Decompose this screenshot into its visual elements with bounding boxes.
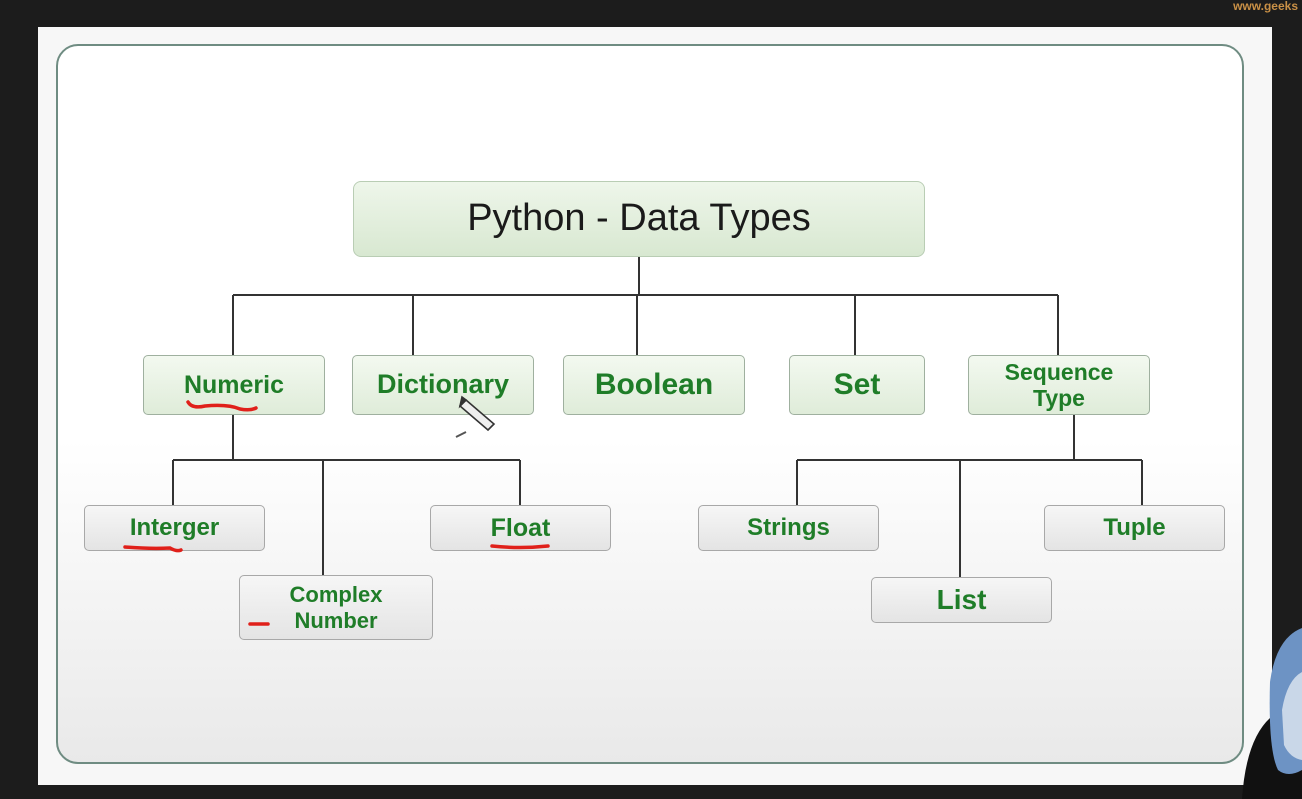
pen-cursor-icon	[455, 395, 496, 438]
underline-numeric	[186, 400, 258, 412]
underline-integer	[123, 545, 183, 553]
node-float: Float	[430, 505, 611, 551]
node-dictionary: Dictionary	[352, 355, 534, 415]
node-complex-line2: Number	[294, 607, 378, 633]
node-boolean: Boolean	[563, 355, 745, 415]
node-complex-number: Complex Number	[239, 575, 433, 640]
node-strings: Strings	[698, 505, 879, 551]
node-sequence-type: Sequence Type	[968, 355, 1150, 415]
node-list: List	[871, 577, 1052, 623]
node-integer: Interger	[84, 505, 265, 551]
node-sequence-type-line2: Type	[1033, 385, 1085, 411]
underline-float	[490, 544, 550, 550]
diagram-title: Python - Data Types	[353, 181, 925, 257]
node-complex-line1: Complex	[289, 582, 383, 608]
presenter-webcam-overlay	[1242, 628, 1302, 799]
node-sequence-type-line1: Sequence	[1004, 358, 1114, 385]
node-numeric: Numeric	[143, 355, 325, 415]
node-set: Set	[789, 355, 925, 415]
node-tuple: Tuple	[1044, 505, 1225, 551]
watermark-text: www.geeks	[1233, 0, 1298, 13]
